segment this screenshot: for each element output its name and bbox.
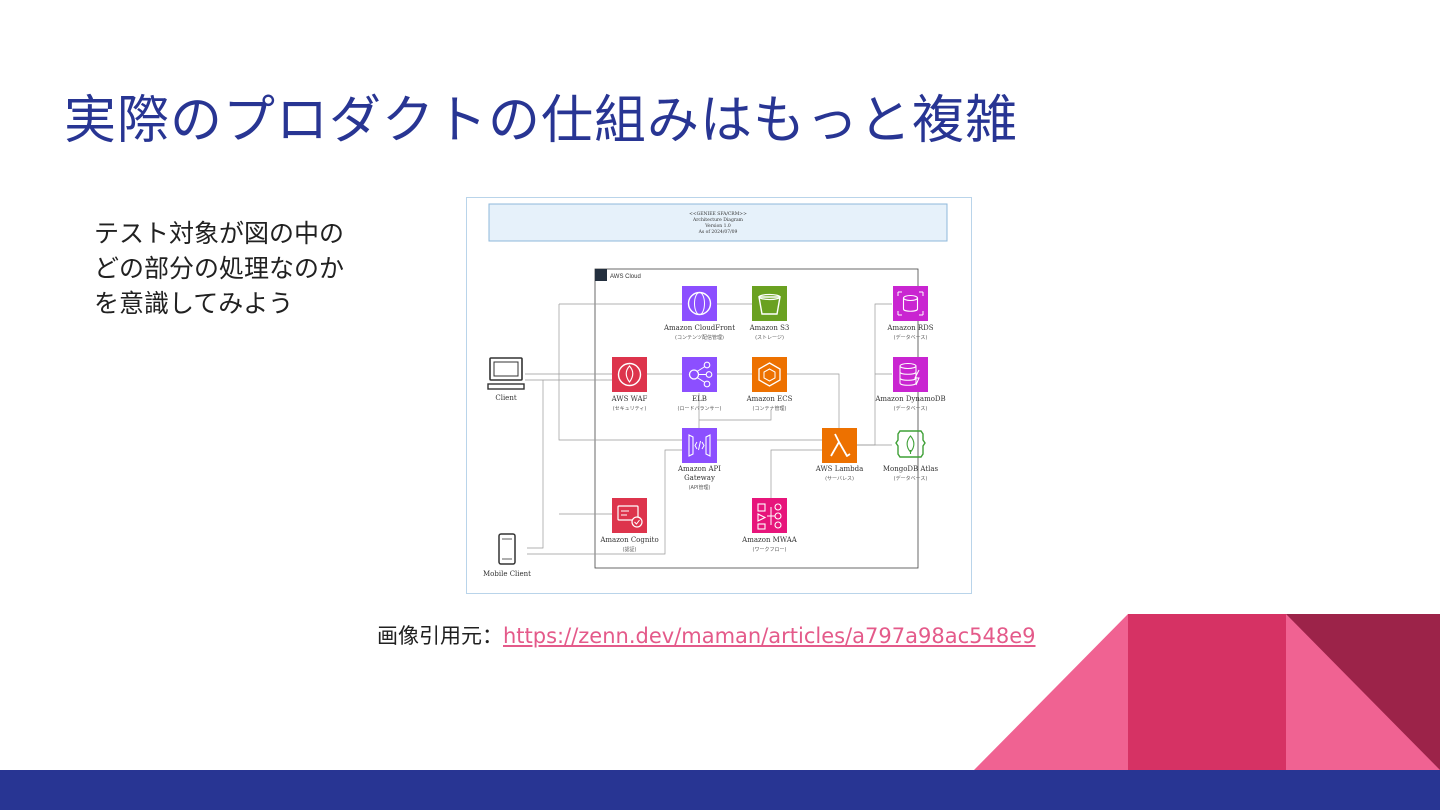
mobile-client-node: Mobile Client <box>483 533 531 578</box>
dynamodb-node: Amazon DynamoDB (データベース) <box>874 357 946 412</box>
mongodb-node: MongoDB Atlas (データベース) <box>883 430 939 482</box>
waf-label: AWS WAF <box>611 395 648 403</box>
diagram-header-line-2: Architecture Diagram <box>692 217 744 223</box>
mobile-phone-icon <box>498 533 516 565</box>
source-link[interactable]: https://zenn.dev/maman/articles/a797a98a… <box>503 624 1036 648</box>
elb-node: ELB (ロードバランサー) <box>678 357 722 412</box>
ecs-label: Amazon ECS <box>746 395 793 403</box>
rds-label: Amazon RDS <box>886 324 933 332</box>
rds-sublabel: (データベース) <box>894 334 928 341</box>
image-source-caption: 画像引用元：https://zenn.dev/maman/articles/a7… <box>377 620 1036 650</box>
mobile-client-label: Mobile Client <box>483 570 531 578</box>
mongodb-sublabel: (データベース) <box>894 475 928 482</box>
mwaa-sublabel: (ワークフロー) <box>753 547 787 553</box>
api-gateway-node: Amazon API Gateway (API管理) <box>677 428 721 491</box>
diagram-header-line-3: Version 1.0 <box>704 223 731 229</box>
lambda-node: AWS Lambda (サーバレス) <box>815 428 864 482</box>
cognito-label: Amazon Cognito <box>599 536 658 544</box>
api-gateway-label-1: Amazon API <box>677 465 721 473</box>
slide-title: 実際のプロダクトの仕組みはもっと複雑 <box>64 91 1019 151</box>
body-line-3: を意識してみよう <box>94 289 294 318</box>
diagram-header-line-1: <<GENIEE SFA/CRM>> <box>689 211 747 217</box>
mwaa-label: Amazon MWAA <box>741 536 798 544</box>
cloudfront-sublabel: (コンテンツ配信管理) <box>675 334 724 341</box>
api-gateway-label-2: Gateway <box>684 474 715 482</box>
deco-block-middle <box>1128 614 1286 770</box>
cognito-node: Amazon Cognito (認証) <box>599 498 659 553</box>
mongodb-label: MongoDB Atlas <box>883 465 939 473</box>
architecture-diagram-image: <<GENIEE SFA/CRM>> Architecture Diagram … <box>466 197 972 594</box>
mongodb-leaf-icon <box>895 430 926 458</box>
dynamodb-sublabel: (データベース) <box>894 405 928 412</box>
client-node: Client <box>487 357 525 402</box>
aws-cloud-group <box>594 268 919 569</box>
s3-node: Amazon S3 (ストレージ) <box>749 286 790 341</box>
lambda-label: AWS Lambda <box>815 465 864 473</box>
dynamodb-label: Amazon DynamoDB <box>874 395 945 403</box>
desktop-icon <box>489 357 523 381</box>
diagram-connectors <box>525 303 892 555</box>
caption-label: 画像引用元： <box>377 624 503 648</box>
architecture-diagram: <<GENIEE SFA/CRM>> Architecture Diagram … <box>483 203 948 578</box>
cognito-sublabel: (認証) <box>623 546 637 553</box>
s3-label: Amazon S3 <box>749 324 790 332</box>
body-line-2: どの部分の処理なのか <box>94 254 345 283</box>
deco-triangle-left <box>974 614 1128 770</box>
aws-cloud-label: AWS Cloud <box>610 274 641 280</box>
waf-sublabel: (セキュリティ) <box>613 406 647 412</box>
slide-body-text: テスト対象が図の中の どの部分の処理なのか を意識してみよう <box>94 216 344 321</box>
elb-sublabel: (ロードバランサー) <box>678 406 722 412</box>
s3-sublabel: (ストレージ) <box>755 335 784 341</box>
api-gateway-sublabel: (API管理) <box>689 484 711 491</box>
ecs-node: Amazon ECS (コンテナ管理) <box>746 357 793 412</box>
waf-node: AWS WAF (セキュリティ) <box>611 357 648 412</box>
elb-label: ELB <box>692 395 707 403</box>
cloudfront-label: Amazon CloudFront <box>663 324 735 332</box>
diagram-header-box <box>488 203 948 242</box>
lambda-sublabel: (サーバレス) <box>825 476 854 482</box>
cloudfront-node: Amazon CloudFront (コンテンツ配信管理) <box>663 286 735 341</box>
deco-triangle-right <box>1286 614 1440 770</box>
client-label: Client <box>495 394 516 402</box>
rds-node: Amazon RDS (データベース) <box>886 286 934 341</box>
s3-bucket-icon <box>752 286 787 321</box>
ecs-sublabel: (コンテナ管理) <box>753 405 787 412</box>
diagram-header-line-4: As of 2024/07/09 <box>698 229 738 235</box>
aws-cloud-icon <box>595 269 607 281</box>
lambda-icon <box>822 428 857 463</box>
mwaa-node: Amazon MWAA (ワークフロー) <box>741 498 798 553</box>
body-line-1: テスト対象が図の中の <box>94 219 345 248</box>
footer-bar <box>0 770 1440 810</box>
